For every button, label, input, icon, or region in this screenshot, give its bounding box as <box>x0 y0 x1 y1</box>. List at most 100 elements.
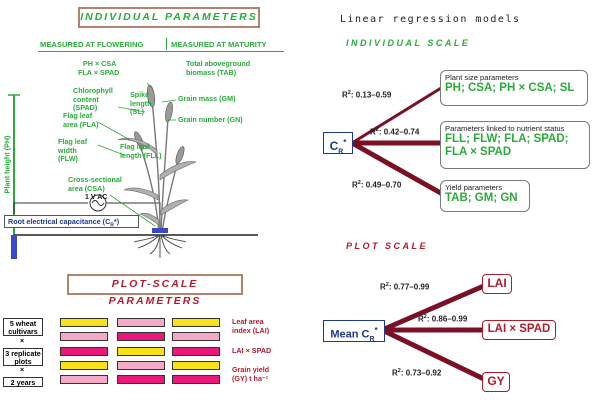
r2-sep: : <box>426 314 432 324</box>
label-gn: Grain number (GN) <box>178 115 243 124</box>
plot-rect <box>60 361 108 370</box>
r2-prefix: R <box>342 90 348 100</box>
line-gy <box>379 327 489 383</box>
r2-value: 0.77–0.99 <box>393 282 430 292</box>
r2-prefix: R <box>418 314 424 324</box>
plot-rect <box>60 332 108 341</box>
line-plant-size <box>350 83 448 145</box>
target-lai: LAI <box>482 274 512 294</box>
r2-value: 0.86–0.99 <box>431 314 468 324</box>
cr-box: CR* <box>323 132 353 156</box>
target-lai-spad: LAI × SPAD <box>482 320 556 340</box>
root-capacitance-sub: R <box>110 222 114 229</box>
yield-header: Yield parameters <box>445 183 503 192</box>
r2-nutrient: R2: 0.42–0.74 <box>370 127 419 137</box>
label-flw: Flag leaf width (FLW) <box>58 137 88 163</box>
r2-sep: : <box>378 127 384 137</box>
r2-sep: : <box>388 282 394 292</box>
label-fla-spad: FLA × SPAD <box>78 68 120 77</box>
plot-rect <box>117 347 165 356</box>
times-2: × <box>20 367 25 374</box>
cr-star: * <box>343 138 347 147</box>
r2-value: 0.49–0.70 <box>365 180 402 190</box>
line-lai <box>379 282 489 333</box>
target-gy: GY <box>482 372 510 392</box>
factor-years: 2 years <box>3 377 43 387</box>
label-tab: Total aboveground biomass (TAB) <box>186 59 251 77</box>
r2-sup: 2 <box>375 127 379 133</box>
plot-rect <box>172 347 220 356</box>
yield-values: TAB; GM; GN <box>445 192 518 204</box>
root-capacitance-end: *) <box>113 217 120 226</box>
factor-cultivars: 5 wheat cultivars <box>3 318 43 336</box>
col-maturity-header: MEASURED AT MATURITY <box>171 40 267 49</box>
individual-parameters-title: INDIVIDUAL PARAMETERS <box>78 7 260 28</box>
r2-prefix: R <box>352 180 358 190</box>
nutrient-header: Parameters linked to nutrient status <box>445 124 565 133</box>
voltage-label: 1 V AC <box>85 194 108 201</box>
plot-rect <box>117 361 165 370</box>
mean-cr-text: Mean C <box>330 328 370 341</box>
r2-gy: R2: 0.73–0.92 <box>392 368 441 378</box>
r2-sep: : <box>350 90 356 100</box>
label-ph-csa: PH × CSA <box>83 59 117 68</box>
plant-diagram <box>8 82 258 259</box>
mean-cr-sub: R <box>369 335 375 343</box>
plot-rect <box>117 318 165 327</box>
r2-prefix: R <box>380 282 386 292</box>
nutrient-box: Parameters linked to nutrient status FLL… <box>440 121 590 169</box>
plot-scale-title: PLOT SCALE <box>346 241 429 251</box>
r2-plant-size: R2: 0.13–0.59 <box>342 90 391 100</box>
times-1: × <box>20 338 25 345</box>
plant-size-header: Plant size parameters <box>445 73 519 82</box>
line-yield <box>349 140 449 199</box>
plant-size-box: Plant size parameters PH; CSA; PH × CSA;… <box>440 70 588 106</box>
electrode-left <box>11 235 17 259</box>
r2-sup: 2 <box>347 90 351 96</box>
label-spike-length: Spike length (SL) <box>130 90 152 116</box>
plot-rect <box>60 318 108 327</box>
r2-prefix: R <box>392 368 398 378</box>
r2-lai-spad: R2: 0.86–0.99 <box>418 314 467 324</box>
nutrient-values: FLL; FLW; FLA; SPAD; FLA × SPAD <box>445 133 569 158</box>
r2-prefix: R <box>370 127 376 137</box>
individual-scale-title: INDIVIDUAL SCALE <box>346 38 471 48</box>
plot-rect <box>172 318 220 327</box>
mean-cr-box: Mean CR* <box>323 320 385 343</box>
r2-lai: R2: 0.77–0.99 <box>380 282 429 292</box>
label-fla: Flag leaf area (FLA) <box>63 111 99 129</box>
mean-cr-star: * <box>374 326 378 335</box>
plant-size-values: PH; CSA; PH × CSA; SL <box>445 82 575 94</box>
cr-sub: R <box>338 148 344 156</box>
plot-rect <box>172 332 220 341</box>
header-underline <box>38 51 284 52</box>
plot-rect <box>60 375 108 384</box>
r2-value: 0.13–0.59 <box>355 90 392 100</box>
plot-label-gy: Grain yield (GY) t ha⁻¹ <box>232 365 270 383</box>
root-capacitance-label: Root electrical capacitance (CR*) <box>4 215 139 228</box>
yield-box: Yield parameters TAB; GM; GN <box>440 180 530 212</box>
col-flowering-header: MEASURED AT FLOWERING <box>40 40 144 49</box>
label-fll: Flag leaf length (FLL) <box>120 142 162 160</box>
r2-sup: 2 <box>385 282 389 288</box>
electrode-stem <box>152 228 168 233</box>
circuit-wire <box>13 202 88 214</box>
plot-label-lai-spad: LAI × SPAD <box>232 346 272 355</box>
plot-rect <box>172 375 220 384</box>
r2-value: 0.73–0.92 <box>405 368 442 378</box>
r2-sep: : <box>400 368 406 378</box>
plot-label-lai: Leaf area index (LAI) <box>232 317 270 335</box>
label-chlorophyll: Chlorophyll content (SPAD) <box>73 86 113 112</box>
plot-rect <box>117 332 165 341</box>
root-capacitance-text: Root electrical capacitance (C <box>8 217 111 226</box>
regression-title: Linear regression models <box>340 14 521 25</box>
r2-yield: R2: 0.49–0.70 <box>352 180 401 190</box>
r2-sup: 2 <box>423 314 427 320</box>
col-divider <box>166 38 167 50</box>
factor-replicates: 3 replicate plots <box>3 348 43 366</box>
r2-value: 0.42–0.74 <box>383 127 420 137</box>
cr-text: C <box>329 139 339 153</box>
r2-sep: : <box>360 180 366 190</box>
plot-scale-parameters-title: PLOT-SCALE PARAMETERS <box>67 274 243 307</box>
